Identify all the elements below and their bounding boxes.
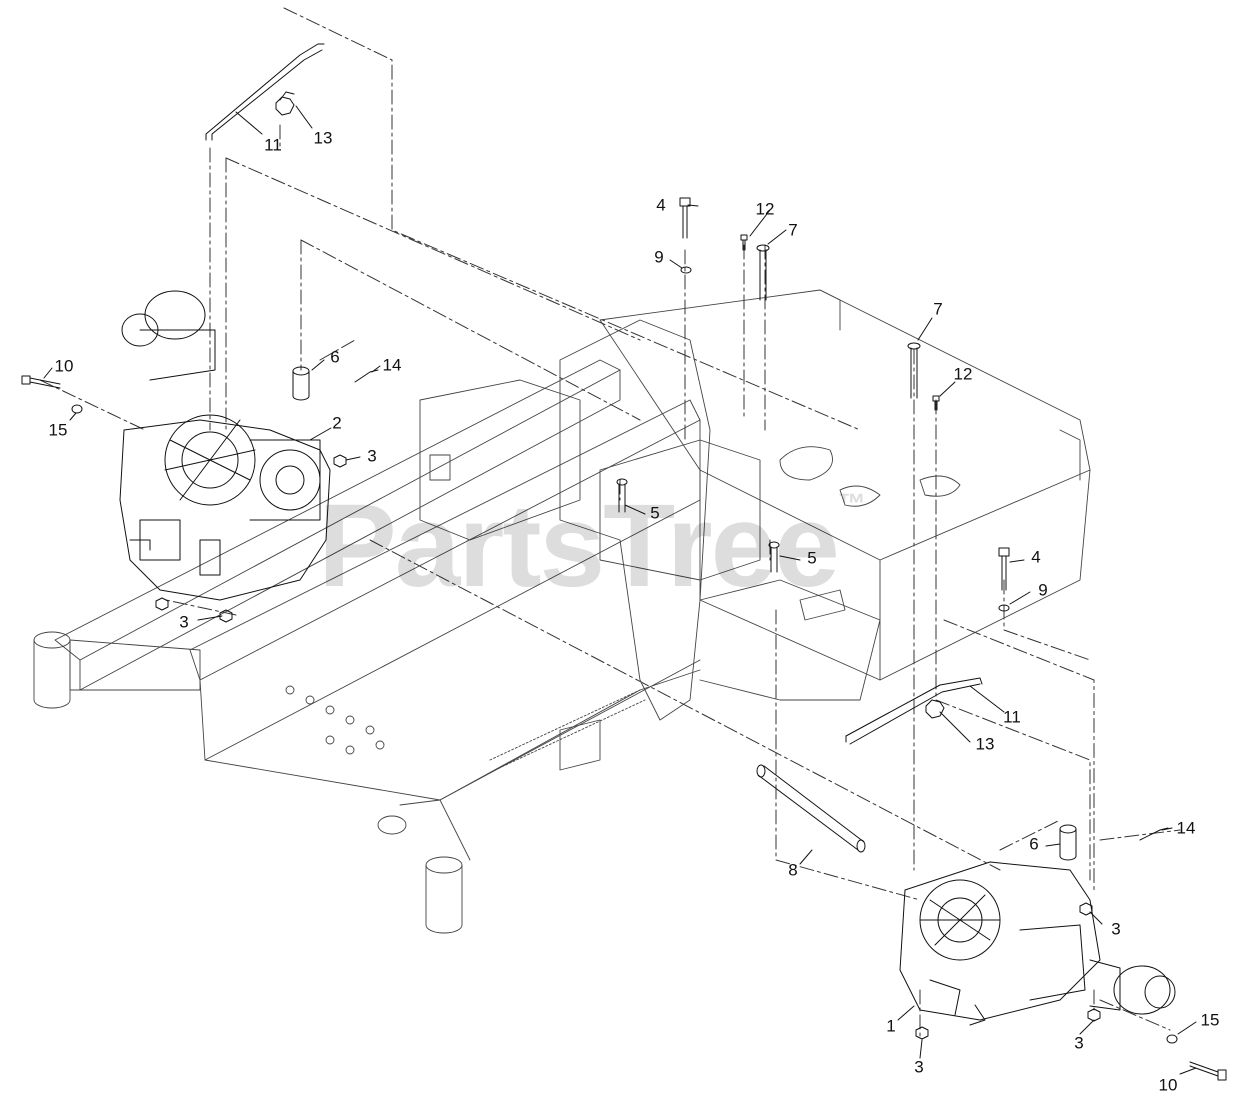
callout-label: 3 bbox=[367, 446, 377, 466]
left-transmission bbox=[119, 290, 331, 601]
callout-label: 2 bbox=[332, 413, 342, 433]
callout-label: 11 bbox=[1003, 707, 1021, 727]
watermark-text: PartsTree bbox=[318, 480, 840, 612]
callout-label: 6 bbox=[330, 347, 340, 367]
callout-label: 8 bbox=[788, 860, 798, 880]
callout-label: 15 bbox=[1200, 1010, 1220, 1030]
mower-frame bbox=[33, 289, 1091, 934]
callout-label: 13 bbox=[313, 128, 333, 148]
straps-and-knobs bbox=[205, 43, 983, 745]
callout-label: 3 bbox=[1074, 1033, 1084, 1053]
assembly-guide-lines bbox=[39, 7, 1181, 1041]
callout-label: 4 bbox=[656, 195, 666, 215]
callout-label: 13 bbox=[975, 734, 995, 754]
callout-label: 15 bbox=[48, 420, 68, 440]
callout-label: 14 bbox=[382, 355, 402, 375]
callout-label: 10 bbox=[54, 356, 74, 376]
callout-label: 11 bbox=[264, 135, 282, 155]
callout-label: 14 bbox=[1176, 818, 1196, 838]
right-transmission bbox=[899, 861, 1176, 1026]
callout-label: 9 bbox=[1038, 580, 1048, 600]
callout-label: 10 bbox=[1158, 1075, 1178, 1095]
callout-label: 7 bbox=[933, 299, 943, 319]
callout-label: 3 bbox=[179, 612, 189, 632]
callout-leaders bbox=[43, 105, 1197, 1075]
callout-label: 5 bbox=[807, 548, 817, 568]
callout-label: 6 bbox=[1029, 834, 1039, 854]
watermark-trademark: ™ bbox=[837, 488, 866, 519]
callout-label: 3 bbox=[914, 1057, 924, 1077]
callout-label: 3 bbox=[1111, 919, 1121, 939]
callout-label: 4 bbox=[1031, 547, 1041, 567]
callout-label: 12 bbox=[755, 199, 775, 219]
callout-label: 7 bbox=[788, 220, 798, 240]
callout-label: 12 bbox=[953, 364, 973, 384]
callout-label: 1 bbox=[886, 1016, 896, 1036]
partstree-watermark: PartsTree™ bbox=[318, 478, 866, 614]
hardware bbox=[21, 197, 1227, 1081]
callout-label: 9 bbox=[654, 247, 664, 267]
callout-label: 5 bbox=[650, 503, 660, 523]
